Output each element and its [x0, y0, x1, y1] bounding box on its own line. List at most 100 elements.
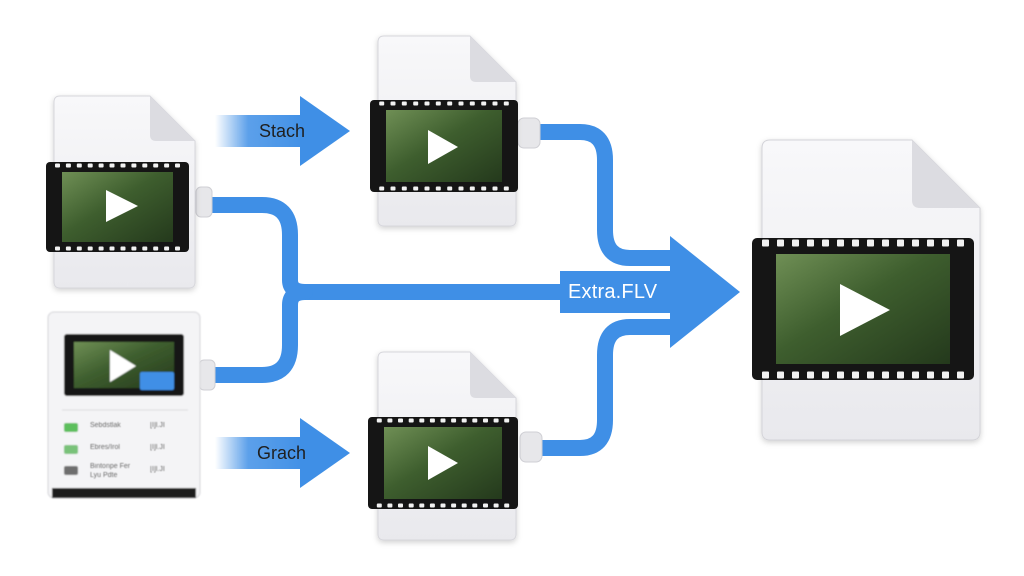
- sprocket-hole: [493, 418, 499, 423]
- sprocket-hole: [852, 371, 859, 379]
- sprocket-hole: [852, 239, 859, 247]
- sprocket-hole: [882, 371, 889, 379]
- sprocket-hole: [98, 163, 104, 168]
- sprocket-hole: [492, 186, 498, 191]
- plug-mid2: [519, 431, 543, 463]
- sprocket-hole: [131, 163, 137, 168]
- sprocket-hole: [483, 418, 488, 423]
- list-item-name: Sebdstlak: [90, 422, 121, 429]
- sprocket-hole: [451, 503, 457, 508]
- connector-mid2-merge: [532, 319, 688, 456]
- sprocket-hole: [76, 246, 82, 251]
- list-item-name: Bintonpe Fer: [90, 463, 131, 470]
- sprocket-hole: [503, 101, 509, 106]
- sprocket-hole: [390, 186, 396, 191]
- arrow-bottom-label: Grach: [257, 443, 307, 463]
- sprocket-hole: [867, 239, 874, 247]
- sprocket-hole: [387, 503, 393, 508]
- sprocket-hole: [777, 371, 784, 379]
- sprocket-hole: [419, 418, 425, 423]
- sprocket-hole: [429, 418, 435, 423]
- sprocket-hole: [897, 371, 904, 379]
- sprocket-hole: [458, 101, 464, 106]
- play-icon: [428, 446, 458, 480]
- sprocket-hole: [447, 101, 453, 106]
- sprocket-hole: [447, 186, 453, 191]
- sprocket-hole: [65, 246, 71, 251]
- sprocket-hole: [175, 246, 180, 251]
- list-item-sub: Lyu Pdte: [90, 472, 118, 479]
- sprocket-hole: [942, 239, 949, 247]
- sprocket-hole: [472, 503, 478, 508]
- list-item-value: [I]l.JI: [150, 422, 165, 429]
- sprocket-hole: [912, 239, 919, 247]
- sprocket-hole: [483, 503, 488, 508]
- sprocket-hole: [175, 163, 180, 168]
- sprocket-hole: [398, 503, 403, 508]
- plug-source2: [198, 359, 216, 391]
- sprocket-hole: [120, 163, 126, 168]
- sprocket-hole: [131, 246, 137, 251]
- arrow-top-label: Stach: [259, 121, 306, 141]
- sprocket-hole: [472, 418, 478, 423]
- sprocket-hole: [440, 503, 446, 508]
- arrow-top: [215, 96, 350, 166]
- sprocket-hole: [493, 503, 499, 508]
- sprocket-hole: [481, 186, 487, 191]
- list-item-value: [I]l.JI: [150, 466, 165, 473]
- sprocket-hole: [469, 186, 475, 191]
- sprocket-hole: [807, 371, 814, 379]
- sprocket-hole: [882, 239, 889, 247]
- sprocket-hole: [792, 239, 799, 247]
- sprocket-hole: [897, 239, 904, 247]
- plug-source1: [195, 186, 213, 218]
- sprocket-hole: [927, 239, 934, 247]
- sprocket-hole: [792, 371, 799, 379]
- sprocket-hole: [142, 163, 148, 168]
- merge-arrow-label: Extra.FLV: [568, 281, 658, 303]
- blurred-source-window: [47, 311, 201, 499]
- sprocket-hole: [109, 163, 115, 168]
- sprocket-hole: [376, 418, 382, 423]
- sprocket-hole: [440, 418, 446, 423]
- sprocket-hole: [435, 186, 441, 191]
- sprocket-hole: [424, 101, 430, 106]
- sprocket-hole: [822, 371, 829, 379]
- sprocket-hole: [807, 239, 814, 247]
- sprocket-hole: [492, 101, 498, 106]
- play-icon: [428, 130, 458, 164]
- sprocket-hole: [762, 371, 769, 379]
- film-strip-output: [752, 238, 974, 380]
- sprocket-hole: [822, 239, 829, 247]
- sprocket-hole: [408, 503, 414, 508]
- sprocket-hole: [957, 239, 964, 247]
- sprocket-hole: [379, 186, 385, 191]
- sprocket-hole: [458, 186, 464, 191]
- connectors: [204, 124, 688, 456]
- sprocket-hole: [429, 503, 435, 508]
- sprocket-hole: [376, 503, 382, 508]
- sprocket-hole: [419, 503, 425, 508]
- sprocket-hole: [87, 246, 93, 251]
- list-item-name: Ebres/Irol: [90, 444, 120, 451]
- play-icon: [106, 190, 138, 222]
- sprocket-hole: [164, 163, 170, 168]
- sprocket-hole: [390, 101, 396, 106]
- sprocket-hole: [55, 246, 60, 251]
- sprocket-hole: [164, 246, 170, 251]
- sprocket-hole: [762, 239, 769, 247]
- list-item-value: [I]l.JI: [150, 444, 165, 451]
- film-strip-mid-bottom: [368, 417, 518, 509]
- sprocket-hole: [398, 418, 403, 423]
- sprocket-hole: [837, 239, 844, 247]
- plug-mid1: [517, 117, 541, 149]
- sprocket-hole: [481, 101, 487, 106]
- sprocket-hole: [142, 246, 148, 251]
- sprocket-hole: [777, 239, 784, 247]
- sprocket-hole: [461, 418, 467, 423]
- sprocket-hole: [387, 418, 393, 423]
- sprocket-hole: [65, 163, 71, 168]
- sprocket-hole: [153, 246, 159, 251]
